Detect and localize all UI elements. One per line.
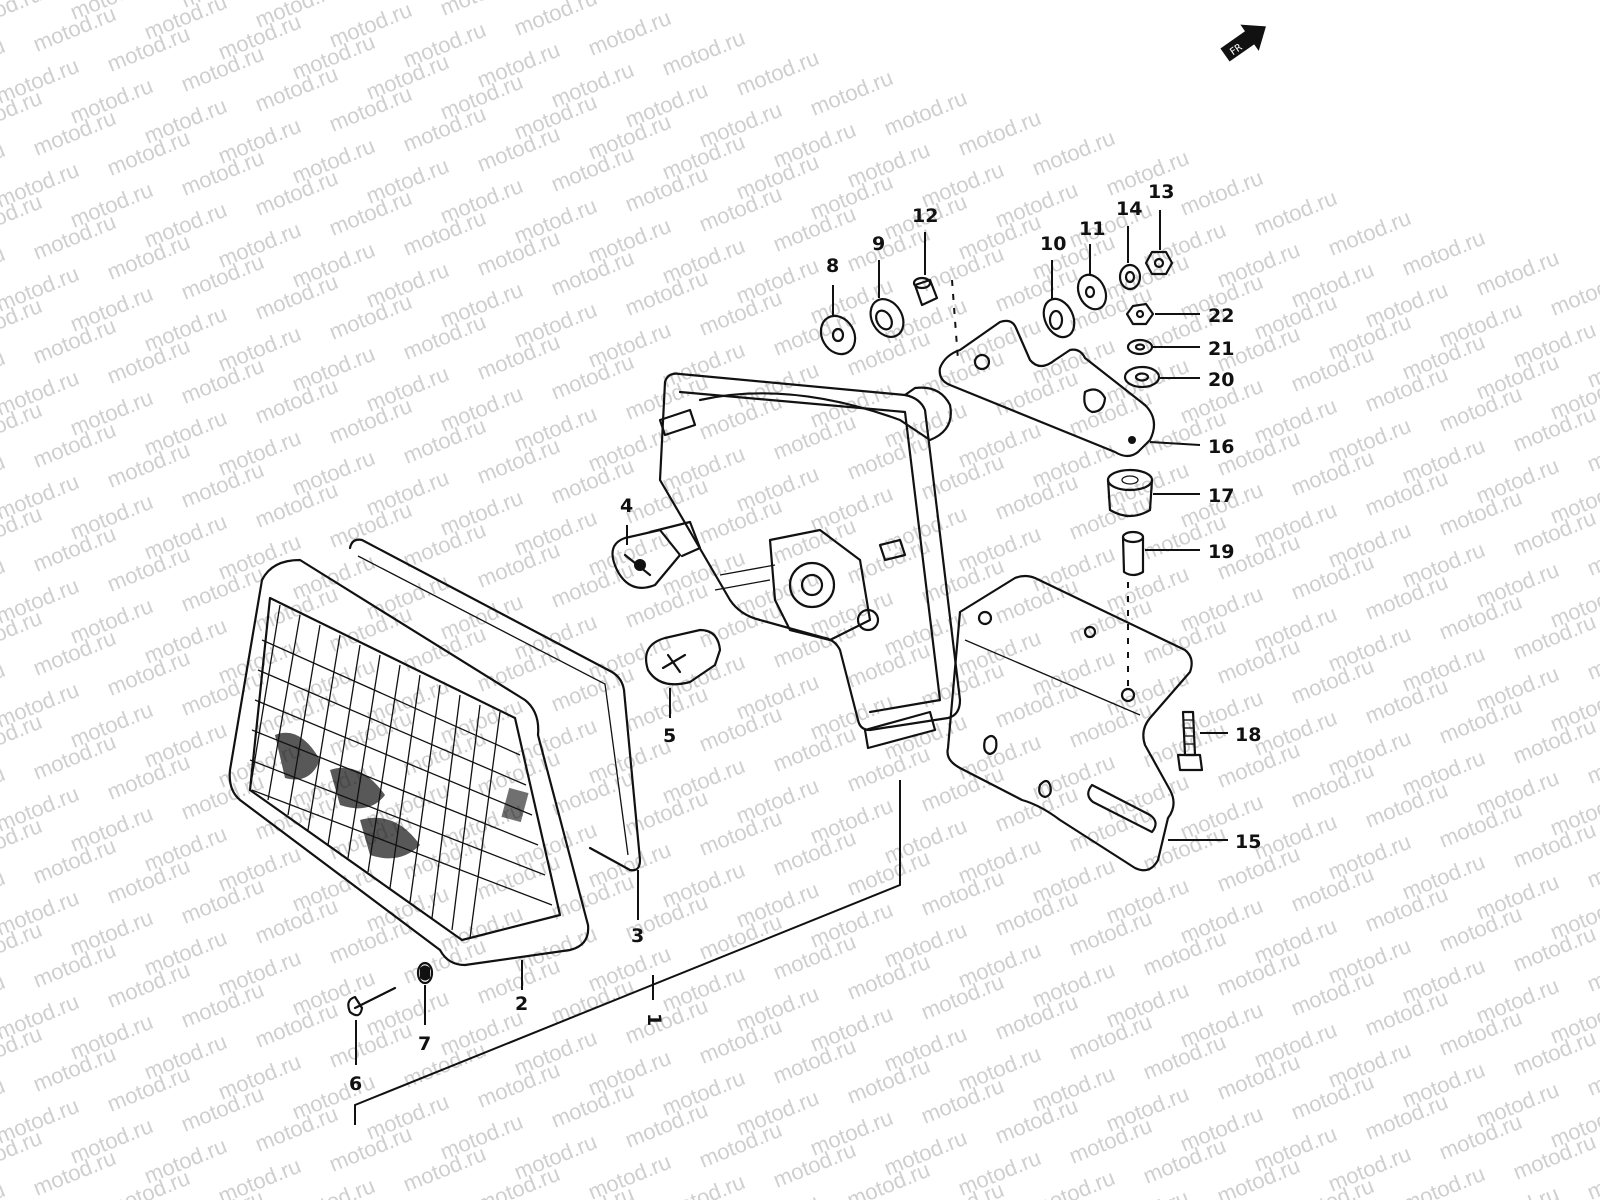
watermark-text: motod.ru [659, 1169, 749, 1200]
watermark-text: motod.ru [1029, 1165, 1119, 1200]
cushion-part-10 [1042, 297, 1076, 339]
front-arrow-icon: FR [1220, 24, 1266, 62]
part-label-8: 8 [826, 255, 839, 277]
part-label-3: 3 [631, 925, 644, 947]
cushion-part-17 [1106, 468, 1154, 518]
part-label-5: 5 [663, 725, 676, 747]
watermark-text: motod.ru [1251, 185, 1341, 241]
part-label-18: 18 [1235, 724, 1261, 746]
screw-part-6 [347, 986, 397, 1017]
part-label-12: 12 [912, 205, 938, 227]
watermark-text: motod.ru [1325, 205, 1415, 261]
part-label-4: 4 [620, 495, 633, 517]
part-label-22: 22 [1208, 305, 1234, 327]
part-label-9: 9 [872, 233, 885, 255]
part-label-17: 17 [1208, 485, 1234, 507]
lock-washer-part-21 [1126, 338, 1154, 356]
watermark-text: motod.ru [585, 5, 675, 61]
part-label-19: 19 [1208, 541, 1234, 563]
part-label-1: 1 [643, 1013, 665, 1026]
watermark-text: motod.ru [733, 45, 823, 101]
part-label-15: 15 [1235, 831, 1261, 853]
housing-part-1 [658, 372, 962, 750]
watermark-text: motod.ru [807, 65, 897, 121]
bracket-part-15 [946, 574, 1193, 872]
lock-washer-part-14 [1118, 263, 1142, 291]
watermark-text: motod.ru [0, 1177, 8, 1200]
bulb-part-4 [611, 520, 702, 589]
washer-part-8 [819, 314, 857, 356]
bulb-part-5 [644, 628, 722, 686]
part-label-6: 6 [349, 1073, 362, 1095]
lens-part-2 [228, 558, 590, 967]
part-label-2: 2 [515, 993, 528, 1015]
nut-part-13 [1144, 250, 1174, 276]
part-label-10: 10 [1040, 233, 1066, 255]
part-label-7: 7 [418, 1033, 431, 1055]
leader-lines [354, 210, 1228, 1125]
watermark-text: motod.ru [1177, 165, 1267, 221]
washer-part-20 [1123, 365, 1161, 389]
watermark-text: motod.ru [955, 105, 1045, 161]
watermark-text: motod.ru [1473, 245, 1563, 301]
watermark-text: motod.ru [1547, 265, 1600, 321]
part-label-16: 16 [1208, 436, 1234, 458]
part-label-11: 11 [1079, 218, 1105, 240]
part-label-21: 21 [1208, 338, 1234, 360]
watermark-text: motod.ru [1029, 125, 1119, 181]
part-label-20: 20 [1208, 369, 1234, 391]
washer-part-11 [1076, 273, 1108, 311]
washer-part-7 [416, 961, 434, 985]
watermark-text: motod.ru [511, 0, 601, 41]
part-labels: 1 2 3 4 5 6 7 8 9 12 10 11 14 13 22 21 2… [349, 181, 1261, 1095]
bracket-part-16 [938, 319, 1156, 458]
cushion-part-9 [869, 298, 905, 338]
watermark-text: motod.ru [1399, 1161, 1489, 1200]
watermark-text: motod.ru [1399, 225, 1489, 281]
collar-part-12 [912, 276, 939, 307]
collar-part-19 [1121, 530, 1145, 577]
part-label-14: 14 [1116, 198, 1142, 220]
watermark-text: motod.ru [659, 25, 749, 81]
nut-part-22 [1125, 302, 1155, 326]
bolt-part-18 [1176, 710, 1204, 772]
watermark-text: motod.ru [881, 85, 971, 141]
gasket-part-3 [348, 538, 642, 872]
part-label-13: 13 [1148, 181, 1174, 203]
